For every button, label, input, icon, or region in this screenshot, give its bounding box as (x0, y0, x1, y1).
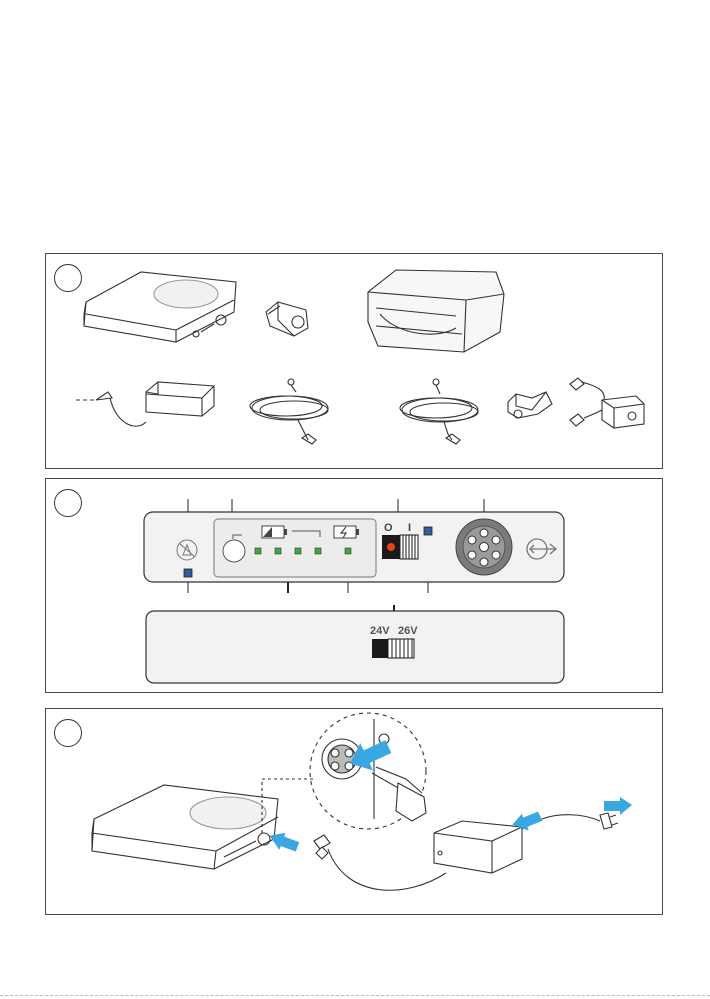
led-indicator (345, 548, 351, 554)
power-supply-icon (76, 382, 214, 426)
led-indicator (315, 548, 321, 554)
battery-pack-icon (84, 272, 236, 342)
mode-indicator (424, 527, 432, 535)
extension-box-icon (570, 378, 644, 428)
battery-low-icon (262, 526, 287, 538)
contents-illustration (46, 254, 664, 470)
battery-pack-icon (92, 785, 278, 869)
led-indicator (255, 548, 261, 554)
page-bottom-edge (0, 995, 710, 998)
panel-contents (45, 253, 663, 469)
power-switch[interactable] (382, 535, 418, 559)
car-adapter-plug-icon (266, 302, 308, 336)
mains-plug-icon (542, 813, 618, 829)
angle-adapter-icon (508, 392, 552, 418)
cable-coil-icon (250, 379, 328, 444)
carry-bag-icon (368, 270, 504, 352)
switch-off-label: O (384, 522, 393, 534)
charging-illustration (46, 709, 664, 916)
voltage-switch[interactable] (372, 639, 414, 658)
led-indicator (275, 548, 281, 554)
battery-charging-icon (334, 526, 359, 538)
voltage-high-label: 26V (398, 625, 418, 637)
control-panel-illustration: O I 24V 26V (46, 479, 664, 694)
voltage-selector-panel (146, 611, 564, 683)
voltage-low-label: 24V (370, 625, 390, 637)
output-socket-icon (456, 519, 512, 575)
led-indicator (295, 548, 301, 554)
cable-coil-icon (400, 379, 478, 444)
panel-charging (45, 708, 663, 915)
socket-zoom-icon (322, 719, 426, 821)
switch-on-label: I (408, 522, 411, 534)
panel-control-overview: O I 24V 26V (45, 478, 663, 693)
arrow-icon (604, 797, 632, 815)
status-indicator (184, 569, 192, 577)
charger-plug-icon (314, 835, 446, 890)
test-button[interactable] (223, 540, 245, 562)
